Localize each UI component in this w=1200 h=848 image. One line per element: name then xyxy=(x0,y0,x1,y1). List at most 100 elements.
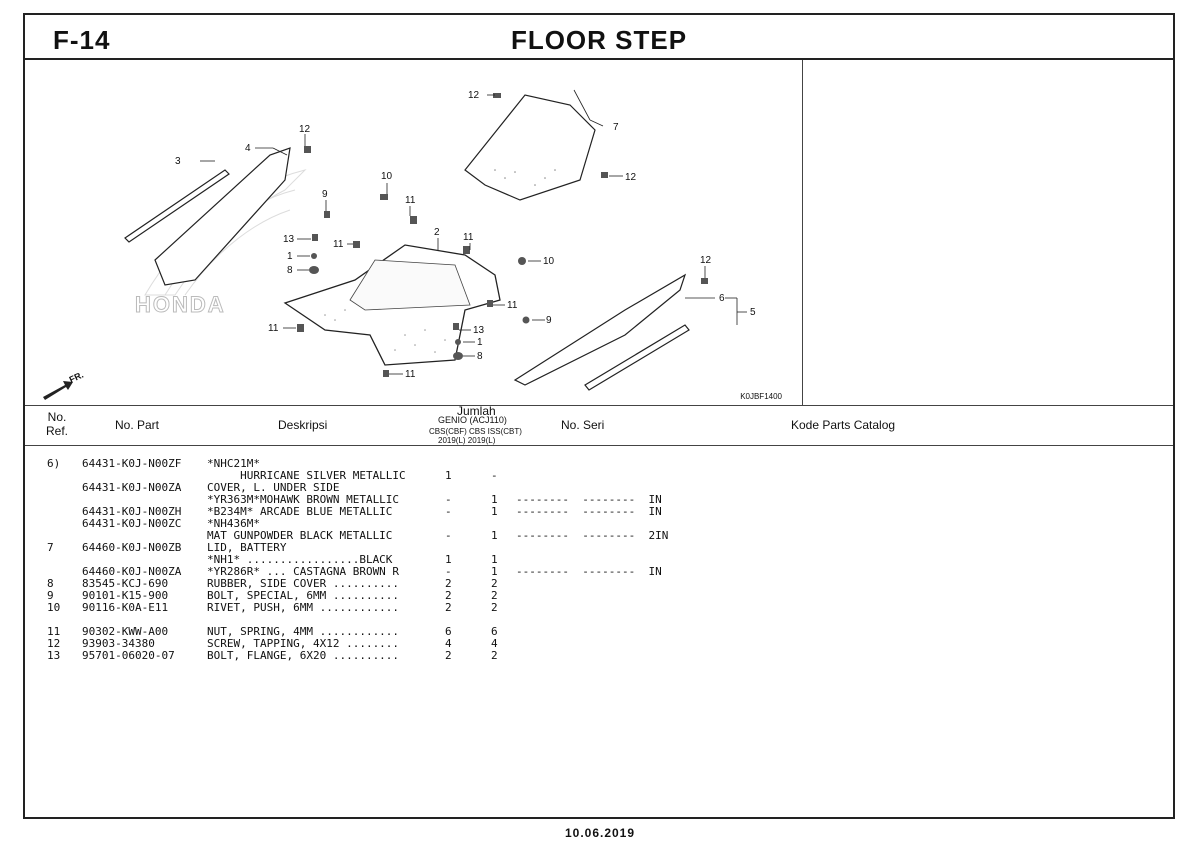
col-deskripsi: Deskripsi xyxy=(278,418,328,432)
row-qty-cbs: 1 xyxy=(445,553,452,566)
row-qty-cbs-iss: 2 xyxy=(491,601,498,614)
header: F-14 FLOOR STEP xyxy=(25,15,1173,60)
callout-11a: 11 xyxy=(405,195,416,206)
row-description: *NH436M* xyxy=(207,517,260,530)
row-description: LID, BATTERY xyxy=(207,541,287,554)
row-ref: 7 xyxy=(47,541,54,554)
row-qty-cbs-iss: 4 xyxy=(491,637,498,650)
front-direction-arrow: FR. xyxy=(43,370,85,400)
row-ref: 8 xyxy=(47,577,54,590)
row-qty-cbs-iss: 1 xyxy=(491,529,498,542)
row-ref: 13 xyxy=(47,649,61,662)
callout-12d: 12 xyxy=(700,255,712,266)
row-part-number: 64460-K0J-N00ZB xyxy=(82,541,182,554)
row-part-number: 90101-K15-900 xyxy=(82,589,169,602)
row-qty-cbs-iss: 2 xyxy=(491,649,498,662)
col-catalog: Kode Parts Catalog xyxy=(791,418,896,432)
callout-11d: 11 xyxy=(507,300,518,311)
row-qty-cbs-iss: 6 xyxy=(491,625,498,638)
row-part-number: 64460-K0J-N00ZA xyxy=(82,565,182,578)
callout-8b: 8 xyxy=(477,351,483,362)
diagram-ref-code: K0JBF1400 xyxy=(740,392,782,401)
row-description: RUBBER, SIDE COVER .......... xyxy=(207,577,400,590)
callout-10b: 10 xyxy=(543,256,555,267)
callout-2: 2 xyxy=(434,227,440,238)
row-qty-cbs-iss: 1 xyxy=(491,505,498,518)
row-qty-cbs: - xyxy=(445,505,452,518)
callout-13a: 13 xyxy=(283,234,295,245)
callout-8a: 8 xyxy=(287,265,293,276)
row-qty-cbs: 2 xyxy=(445,601,452,614)
col-jumlah: Jumlah xyxy=(457,404,496,418)
col-sub2: 2019(L) 2019(L) xyxy=(438,436,496,445)
row-ref: 11 xyxy=(47,625,61,638)
part-7-battery-lid xyxy=(464,94,596,201)
row-description: RIVET, PUSH, 6MM ............ xyxy=(207,601,400,614)
row-description: *YR363M*MOHAWK BROWN METALLIC xyxy=(207,493,400,506)
parts-diagram: HONDA xyxy=(25,60,803,405)
row-qty-cbs: 4 xyxy=(445,637,452,650)
callout-6: 6 xyxy=(719,293,725,304)
part-4-cover xyxy=(154,147,291,286)
row-part-number: 95701-06020-07 xyxy=(82,649,175,662)
row-qty-cbs-iss: 1 xyxy=(491,565,498,578)
callout-12b: 12 xyxy=(625,172,637,183)
callout-1a: 1 xyxy=(287,251,293,262)
row-description: COVER, L. UNDER SIDE xyxy=(207,481,340,494)
page-frame: F-14 FLOOR STEP HONDA xyxy=(23,13,1175,819)
col-no-seri: No. Seri xyxy=(561,418,605,432)
row-serial: -------- -------- 2IN xyxy=(516,529,669,542)
row-description: *NHC21M* xyxy=(207,457,260,470)
exploded-view-drawing: HONDA xyxy=(43,89,756,400)
callout-11b: 11 xyxy=(333,239,344,250)
figure-code: F-14 xyxy=(53,25,111,55)
row-description: *YR286R* ... CASTAGNA BROWN R xyxy=(207,565,400,578)
row-part-number: 64431-K0J-N00ZF xyxy=(82,457,182,470)
row-ref: 6) xyxy=(47,457,61,470)
row-qty-cbs: - xyxy=(445,529,452,542)
row-description: *B234M* ARCADE BLUE METALLIC xyxy=(207,505,393,518)
part-3-strip xyxy=(124,169,230,243)
row-qty-cbs-iss: - xyxy=(491,469,498,482)
row-description: HURRICANE SILVER METALLIC xyxy=(207,469,406,482)
callout-12c: 12 xyxy=(299,124,311,135)
row-qty-cbs-iss: 1 xyxy=(491,553,498,566)
callout-11e: 11 xyxy=(268,323,279,334)
row-serial: -------- -------- IN xyxy=(516,505,662,518)
row-qty-cbs-iss: 2 xyxy=(491,589,498,602)
row-part-number: 83545-KCJ-690 xyxy=(82,577,169,590)
row-part-number: 93903-34380 xyxy=(82,637,155,650)
callout-12a: 12 xyxy=(468,90,480,101)
col-no-part: No. Part xyxy=(115,418,160,432)
callout-9a: 9 xyxy=(322,189,328,200)
row-description: SCREW, TAPPING, 4X12 ........ xyxy=(207,637,400,650)
row-description: *NH1* .................BLACK xyxy=(207,553,393,566)
callout-4: 4 xyxy=(245,143,251,154)
callout-11f: 11 xyxy=(405,369,416,380)
col-sub1: CBS(CBF) CBS ISS(CBT) xyxy=(429,427,522,436)
col-model: GENIO (ACJ110) xyxy=(438,415,507,425)
row-description: BOLT, FLANGE, 6X20 .......... xyxy=(207,649,400,662)
row-qty-cbs: 6 xyxy=(445,625,452,638)
row-part-number: 64431-K0J-N00ZA xyxy=(82,481,182,494)
row-qty-cbs-iss: 1 xyxy=(491,493,498,506)
part-6-cover xyxy=(513,273,687,386)
row-part-number: 90116-K0A-E11 xyxy=(82,601,169,614)
row-part-number: 64431-K0J-N00ZC xyxy=(82,517,182,530)
callout-13b: 13 xyxy=(473,325,485,336)
row-qty-cbs: - xyxy=(445,565,452,578)
part-5-strip xyxy=(584,324,690,391)
table-header: No. Ref. No. Part Deskripsi Jumlah GENIO… xyxy=(25,404,1173,446)
row-ref: 9 xyxy=(47,589,54,602)
row-ref: 12 xyxy=(47,637,61,650)
row-serial: -------- -------- IN xyxy=(516,565,662,578)
footer-date: 10.06.2019 xyxy=(564,826,636,840)
row-serial: -------- -------- IN xyxy=(516,493,662,506)
row-description: MAT GUNPOWDER BLACK METALLIC xyxy=(207,529,393,542)
callout-9b: 9 xyxy=(546,315,552,326)
row-ref: 10 xyxy=(47,601,61,614)
page-title: FLOOR STEP xyxy=(510,25,688,55)
row-part-number: 90302-KWW-A00 xyxy=(82,625,169,638)
callout-11c: 11 xyxy=(463,232,474,243)
row-description: NUT, SPRING, 4MM ............ xyxy=(207,625,400,638)
